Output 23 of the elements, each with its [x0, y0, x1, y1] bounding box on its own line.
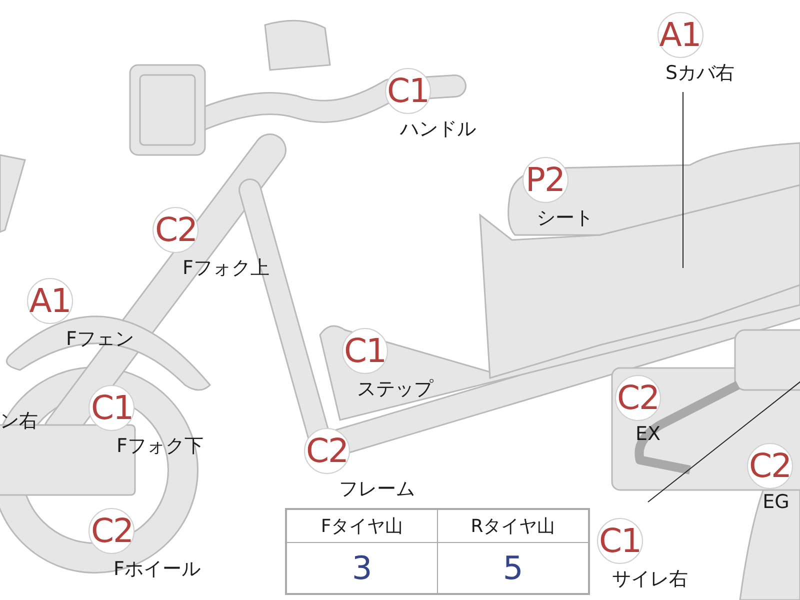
grade-badge: A1 [657, 12, 703, 58]
part-name: ン右 [0, 409, 38, 434]
grade-badge: C1 [597, 518, 643, 564]
part-name: ハンドル [400, 117, 476, 142]
grade-badge: C1 [385, 68, 431, 114]
grade-badge: C2 [153, 207, 199, 253]
part-name: シート [536, 206, 594, 231]
part-name: EX [635, 423, 661, 445]
part-name: Sカバ右 [665, 61, 735, 86]
grade-badge: P2 [522, 157, 568, 203]
part-name: フレーム [339, 477, 415, 502]
part-name: EG [762, 491, 790, 513]
grade-badge: A1 [27, 278, 73, 324]
part-name: サイレ右 [612, 567, 688, 592]
column-header: Fタイヤ山 [286, 509, 438, 542]
part-name: Fフェン [66, 327, 134, 352]
part-name: Fフォク上 [182, 256, 270, 281]
part-name: ステップ [357, 377, 433, 402]
leader-line [682, 92, 684, 268]
grade-badge: C2 [304, 428, 350, 474]
grade-badge: C2 [89, 508, 135, 554]
part-name: Fホイール [114, 557, 200, 582]
part-name: Fフォク下 [116, 434, 204, 459]
